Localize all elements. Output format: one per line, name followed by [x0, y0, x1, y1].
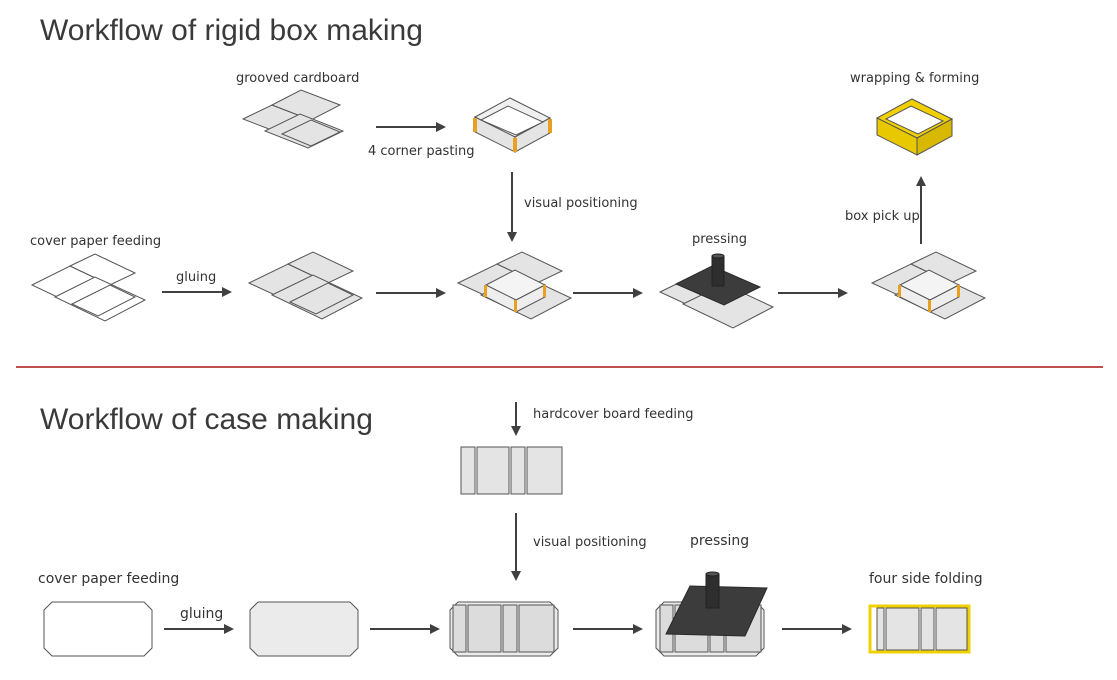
label-gluing-top: gluing [176, 270, 217, 285]
corner-pasted-tray-icon [473, 97, 552, 153]
label-gluing-bottom: gluing [180, 606, 224, 622]
label-pressing-bottom: pressing [690, 533, 750, 549]
label-cover-paper-feeding-bottom: cover paper feeding [38, 571, 180, 587]
boards-on-cover-icon [449, 601, 559, 657]
rigid-box-title: Workflow of rigid box making [40, 14, 423, 47]
label-four-side-folding: four side folding [869, 571, 983, 587]
label-visual-positioning-top: visual positioning [524, 196, 638, 211]
formed-box-on-sheet-icon [870, 251, 987, 320]
label-visual-positioning-bottom: visual positioning [533, 535, 647, 550]
grooved-cardboard-icon [241, 89, 345, 149]
label-cover-paper-feeding-top: cover paper feeding [30, 234, 162, 249]
label-hardcover-board-feeding: hardcover board feeding [533, 407, 694, 422]
label-grooved-cardboard: grooved cardboard [236, 71, 360, 86]
glued-cover-icon-bottom [249, 601, 359, 657]
press-icon-top [658, 253, 775, 329]
press-icon-bottom [655, 571, 768, 657]
cover-paper-icon-bottom [43, 601, 153, 657]
arrows-top [162, 122, 926, 298]
label-pressing-top: pressing [692, 232, 747, 247]
wrapped-box-icon [875, 98, 954, 156]
cover-paper-icon-top [30, 253, 147, 322]
label-wrapping-forming: wrapping & forming [850, 71, 980, 86]
label-box-pick-up: box pick up [845, 209, 920, 224]
hardcover-boards-icon [460, 446, 563, 495]
case-making-title: Workflow of case making [40, 403, 373, 436]
arrows-bottom [164, 402, 852, 634]
label-corner-pasting: 4 corner pasting [368, 144, 475, 159]
tray-on-sheet-icon [456, 251, 573, 320]
folded-case-icon [868, 604, 971, 654]
glued-sheet-icon-top [247, 251, 364, 320]
